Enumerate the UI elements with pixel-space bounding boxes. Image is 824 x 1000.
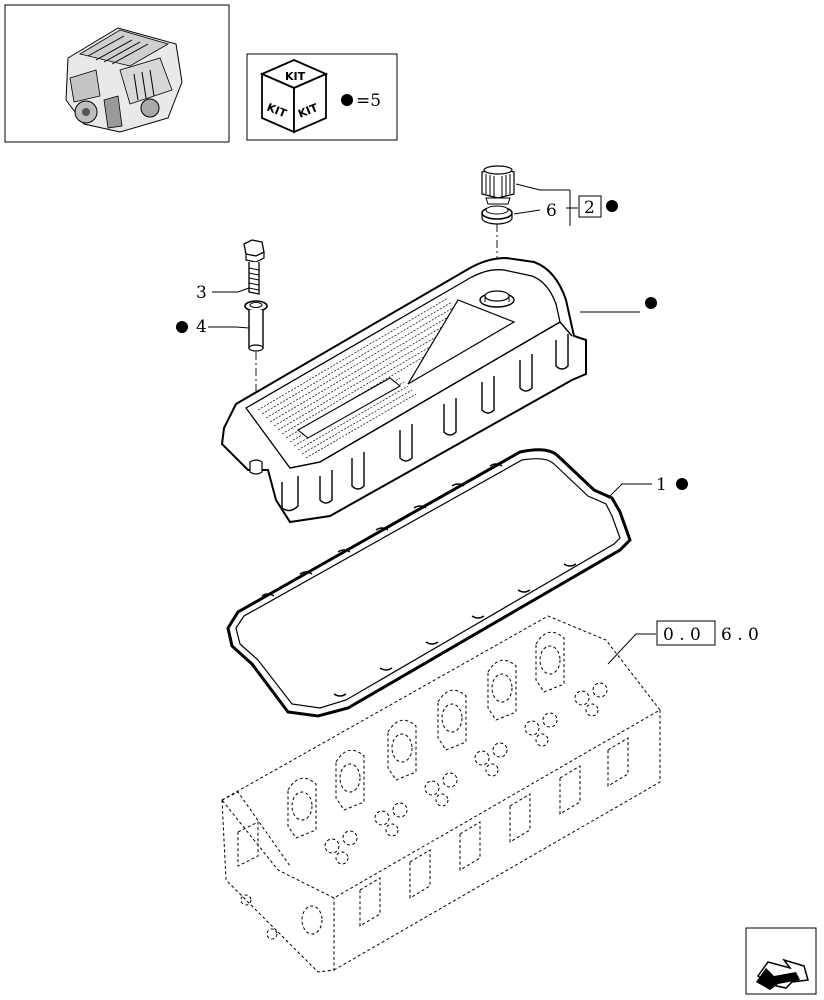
kit-cube-icon: KIT KIT KIT: [259, 59, 329, 134]
cylinder-head[interactable]: [221, 615, 661, 973]
seal-ring[interactable]: [481, 205, 513, 225]
bullet-dot-icon-1: [676, 478, 688, 490]
bullet-dot-icon-2: [606, 200, 618, 212]
callout-1-leader: [607, 483, 652, 499]
navigation-arrow-button[interactable]: [745, 927, 817, 995]
cap-bracket-leader: [513, 183, 578, 226]
cover-bolt[interactable]: [243, 239, 265, 295]
reference-trailing-text: 6 . 0: [721, 625, 759, 645]
engine-thumbnail-panel[interactable]: [4, 4, 230, 143]
kit-legend-text: =5: [356, 91, 381, 111]
navigation-arrow-icon: [756, 958, 809, 990]
bullet-dot-icon-cover: [645, 297, 657, 309]
cover-gasket[interactable]: [226, 448, 632, 718]
kit-dot-icon: [341, 94, 353, 106]
kit-legend-box: KIT KIT KIT =5: [246, 53, 398, 141]
callout-4-leader: [208, 326, 250, 329]
callout-2-label: 2: [584, 198, 595, 218]
spacer-sleeve[interactable]: [244, 300, 268, 352]
callout-3-label: 3: [196, 283, 207, 303]
callout-2-box: [578, 195, 602, 218]
callout-6-label: 6: [546, 201, 557, 221]
callout-3-leader: [212, 287, 250, 293]
reference-boxed-text: 0 . 0: [663, 625, 701, 645]
reference-leader: [607, 633, 656, 665]
callout-4-label: 4: [196, 317, 207, 337]
reference-box: [656, 620, 716, 646]
kit-top-label: KIT: [285, 70, 306, 83]
engine-thumbnail-icon: [65, 27, 183, 133]
oil-filler-cap[interactable]: [481, 165, 515, 205]
rocker-cover[interactable]: [220, 256, 587, 524]
callout-1-label: 1: [656, 475, 667, 495]
bullet-dot-icon-4: [176, 321, 188, 333]
